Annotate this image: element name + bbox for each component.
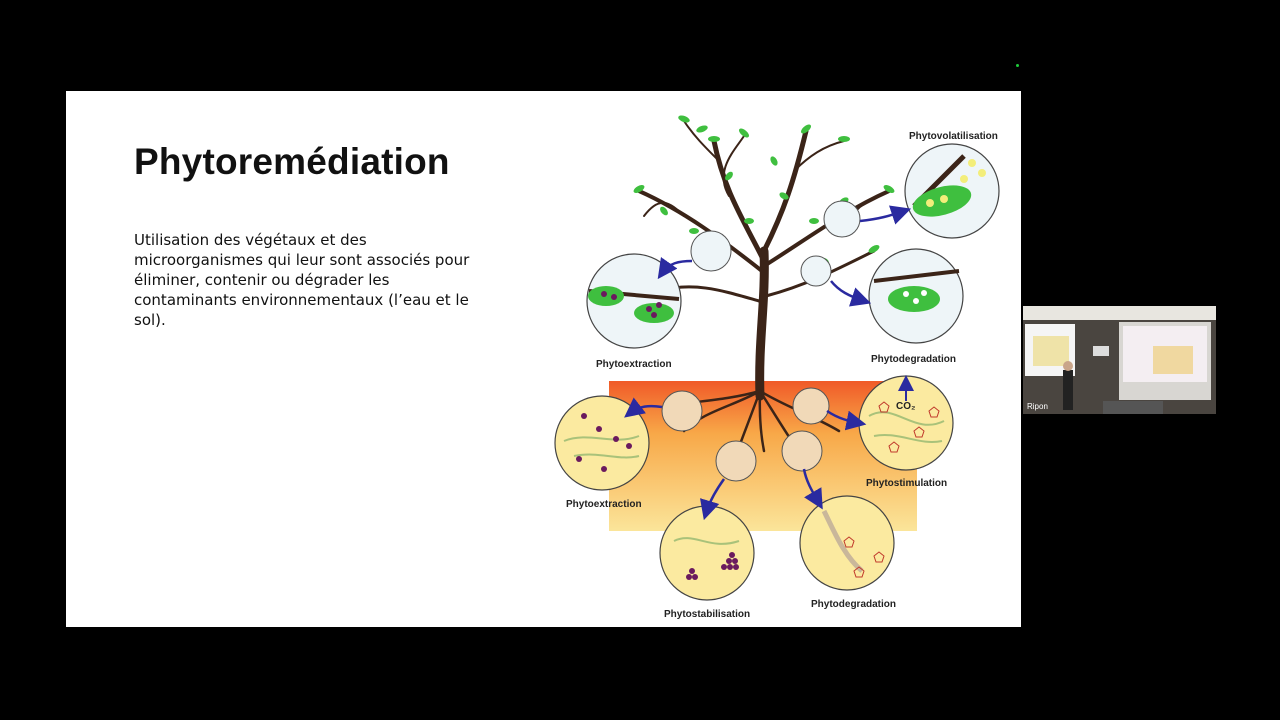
slide-body-text: Utilisation des végétaux et des microorg… (134, 231, 470, 329)
flow-arrows (624, 205, 912, 521)
zoom-circle-root-left (661, 390, 703, 432)
label-phytoextraction-top: Phytoextraction (596, 359, 672, 370)
phytodegradation-top-detail (873, 269, 960, 312)
phytostimulation-detail: CO₂ (868, 375, 945, 453)
phytodegradation-bottom-detail (821, 509, 885, 578)
phytostabilisation-detail (673, 537, 740, 580)
presentation-slide: Phytoremédiation Utilisation des végétau… (66, 91, 1021, 627)
label-phytodegradation-top: Phytodegradation (871, 354, 956, 365)
slide-title: Phytoremédiation (134, 141, 450, 182)
phytodegradation-bottom-circle (799, 495, 895, 591)
zoom-circle-branch-mid (800, 255, 832, 287)
status-indicator-dot (1016, 64, 1019, 67)
zoom-circle-branch-left (690, 230, 732, 272)
phytostabilisation-circle (659, 505, 755, 601)
phytoremediation-diagram: CO₂ Phytovolatilisation Phytoextraction (554, 115, 1000, 620)
participant-name: Ripon (1027, 402, 1048, 411)
label-phytostabilisation: Phytostabilisation (664, 609, 750, 620)
phytoextraction-bottom-detail (563, 413, 640, 472)
zoom-circle-root-bottom-right (781, 430, 823, 472)
zoom-circle-root-bottom-left (715, 440, 757, 482)
label-phytostimulation: Phytostimulation (866, 478, 947, 489)
zoom-circle-branch-right (823, 200, 861, 238)
phytoextraction-top-circle (586, 253, 682, 349)
phytoextraction-top-detail (588, 286, 680, 323)
zoom-circle-root-right (792, 387, 830, 425)
label-phytovolatilisation: Phytovolatilisation (909, 131, 998, 142)
tree-trunk (637, 120, 891, 401)
camera-feed-image (1023, 306, 1216, 414)
label-phytoextraction-bottom: Phytoextraction (566, 499, 642, 510)
phytoextraction-bottom-circle (554, 395, 650, 491)
label-phytodegradation-bottom: Phytodegradation (811, 599, 896, 610)
participant-video-tile[interactable]: Ripon (1023, 306, 1216, 414)
co2-label: CO₂ (896, 401, 915, 412)
phytovolatilisation-detail (912, 154, 986, 217)
